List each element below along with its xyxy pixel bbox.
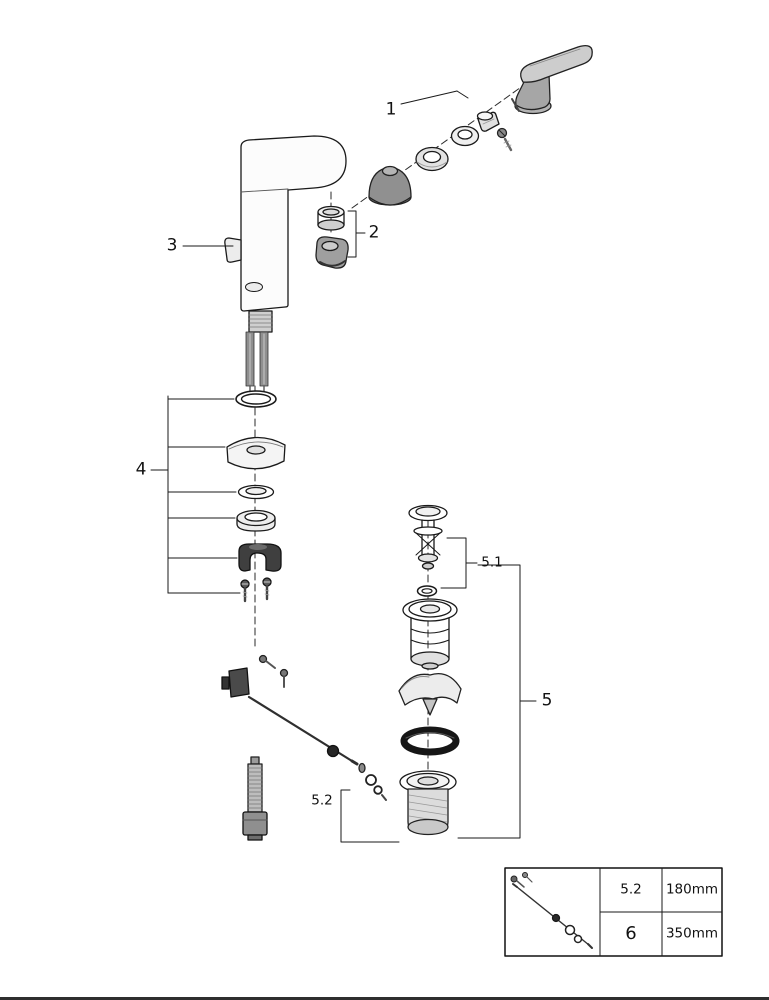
lift-rod — [242, 756, 268, 841]
mousseur — [317, 205, 345, 231]
callout-4-bracket — [150, 395, 241, 594]
callout-1-label: 1 — [385, 99, 397, 120]
washer-thick — [236, 509, 276, 532]
mounting-claw — [238, 543, 282, 572]
callout-5-1-bracket — [440, 537, 478, 589]
rod-clamp — [221, 667, 250, 698]
spout-end-piece — [315, 236, 349, 269]
cartridge-dome — [368, 166, 412, 206]
spec-row-1-value: 180mm — [665, 881, 719, 898]
faucet-body — [224, 135, 347, 395]
handle-assembly — [496, 44, 593, 152]
washer-flat — [237, 484, 275, 500]
mounting-screw-left — [240, 579, 250, 603]
aerator-parts — [315, 205, 366, 269]
mounting-stack — [150, 390, 286, 603]
callout-3-label: 3 — [166, 235, 178, 256]
handle-pin — [511, 98, 520, 112]
spec-row-2-value: 350mm — [665, 925, 719, 942]
cartridge-parts — [368, 90, 500, 206]
linkage-screw-a — [258, 654, 276, 669]
mounting-screw-right — [262, 577, 272, 601]
drain-plunger — [408, 504, 478, 597]
spec-row-1-label: 5.2 — [620, 881, 642, 898]
retaining-ring — [450, 125, 480, 147]
spec-inset-box — [504, 867, 723, 957]
callout-1-leader — [400, 90, 469, 105]
handle-screw — [496, 127, 513, 152]
drain-clamp-saddle — [398, 672, 462, 716]
spec-row-2-label: 6 — [625, 923, 637, 944]
callout-4-label: 4 — [135, 459, 147, 480]
callout-5-2-leader — [340, 789, 400, 843]
drain-tailpiece — [399, 770, 457, 836]
drain-body — [402, 598, 458, 670]
o-ring-base — [235, 390, 277, 408]
callout-5-1-label: 5.1 — [481, 554, 503, 571]
callout-5-2-label: 5.2 — [311, 792, 333, 809]
pivot-rod — [247, 695, 359, 766]
rod-assembly-thumbnail — [510, 872, 593, 949]
cartridge-ring — [415, 146, 449, 172]
callout-2-bracket — [347, 210, 366, 258]
body-side-tab — [224, 237, 242, 263]
callout-5-bracket — [457, 564, 537, 839]
escutcheon-base — [226, 436, 286, 470]
flex-hoses — [245, 331, 269, 395]
linkage-screw-b — [279, 668, 289, 688]
callout-5-label: 5 — [541, 690, 553, 711]
handle-lever — [520, 44, 593, 83]
callout-2-label: 2 — [368, 222, 380, 243]
page-bottom-edge — [0, 997, 769, 1000]
threaded-shank — [248, 310, 273, 333]
plunger-o-ring — [416, 585, 438, 597]
brand-logo-oval — [245, 282, 263, 292]
small-cylinder — [476, 111, 500, 132]
drain-o-ring-large — [400, 726, 460, 756]
pivot-rod-fittings — [358, 762, 387, 801]
lift-rod-linkage — [221, 654, 400, 843]
